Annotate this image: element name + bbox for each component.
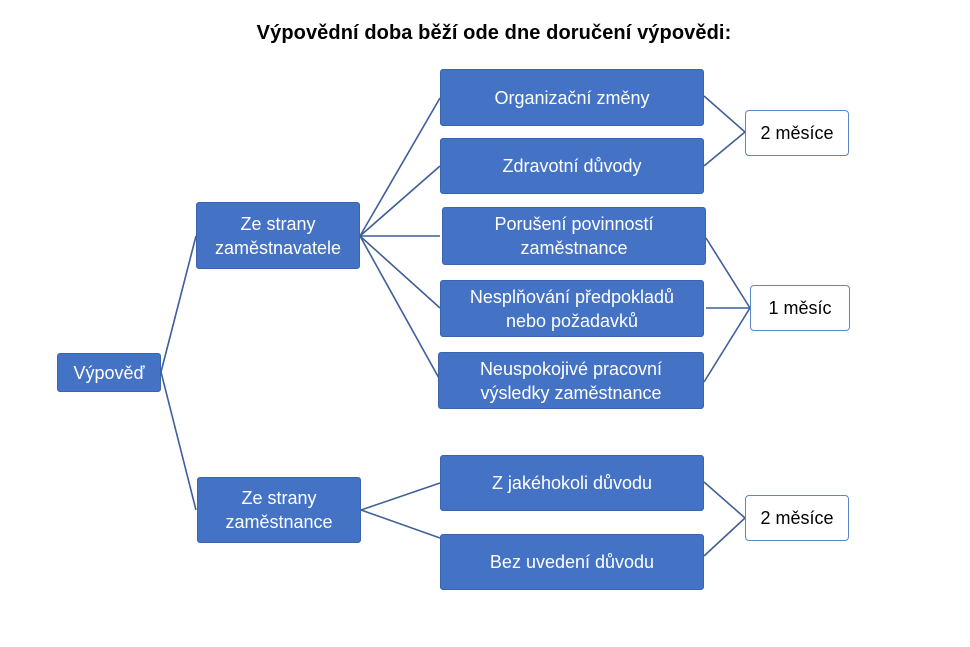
period-box-2-months-top: 2 měsíce bbox=[745, 110, 849, 156]
connector-reason-5-to-period-2 bbox=[703, 307, 751, 383]
connector-employer-to-reason-2 bbox=[359, 165, 441, 237]
connector-employer-to-reason-1 bbox=[359, 97, 441, 237]
connector-employer-to-reason-5 bbox=[359, 235, 441, 381]
connector-root-to-employer bbox=[160, 235, 197, 373]
branch-employer: Ze strany zaměstnavatele bbox=[196, 202, 360, 269]
period-box-2-months-bottom: 2 měsíce bbox=[745, 495, 849, 541]
reason-any: Z jakéhokoli důvodu bbox=[440, 455, 704, 511]
reason-no-reason-given: Bez uvedení důvodu bbox=[440, 534, 704, 590]
branch-employee: Ze strany zaměstnance bbox=[197, 477, 361, 543]
reason-health: Zdravotní důvody bbox=[440, 138, 704, 194]
connector-reason-1-to-period-1 bbox=[703, 95, 746, 133]
connector-employee-to-reason-1 bbox=[360, 482, 441, 511]
reason-unmet-requirements: Nesplňování předpokladů nebo požadavků bbox=[440, 280, 704, 337]
connector-reason-6-to-period-3 bbox=[703, 481, 746, 519]
root-node: Výpověď bbox=[57, 353, 161, 392]
reason-unsatisfactory-results: Neuspokojivé pracovní výsledky zaměstnan… bbox=[438, 352, 704, 409]
connector-root-to-employee bbox=[160, 371, 197, 511]
connector-reason-7-to-period-3 bbox=[703, 517, 746, 557]
connector-reason-2-to-period-1 bbox=[703, 131, 746, 167]
reason-breach-of-duties: Porušení povinností zaměstnance bbox=[442, 207, 706, 265]
connector-employer-to-reason-4 bbox=[359, 235, 441, 309]
connector-reason-3-to-period-2 bbox=[705, 237, 751, 309]
reason-organizational-changes: Organizační změny bbox=[440, 69, 704, 126]
diagram-title: Výpovědní doba běží ode dne doručení výp… bbox=[256, 22, 732, 44]
connector-employee-to-reason-2 bbox=[360, 509, 441, 539]
period-box-1-month: 1 měsíc bbox=[750, 285, 850, 331]
